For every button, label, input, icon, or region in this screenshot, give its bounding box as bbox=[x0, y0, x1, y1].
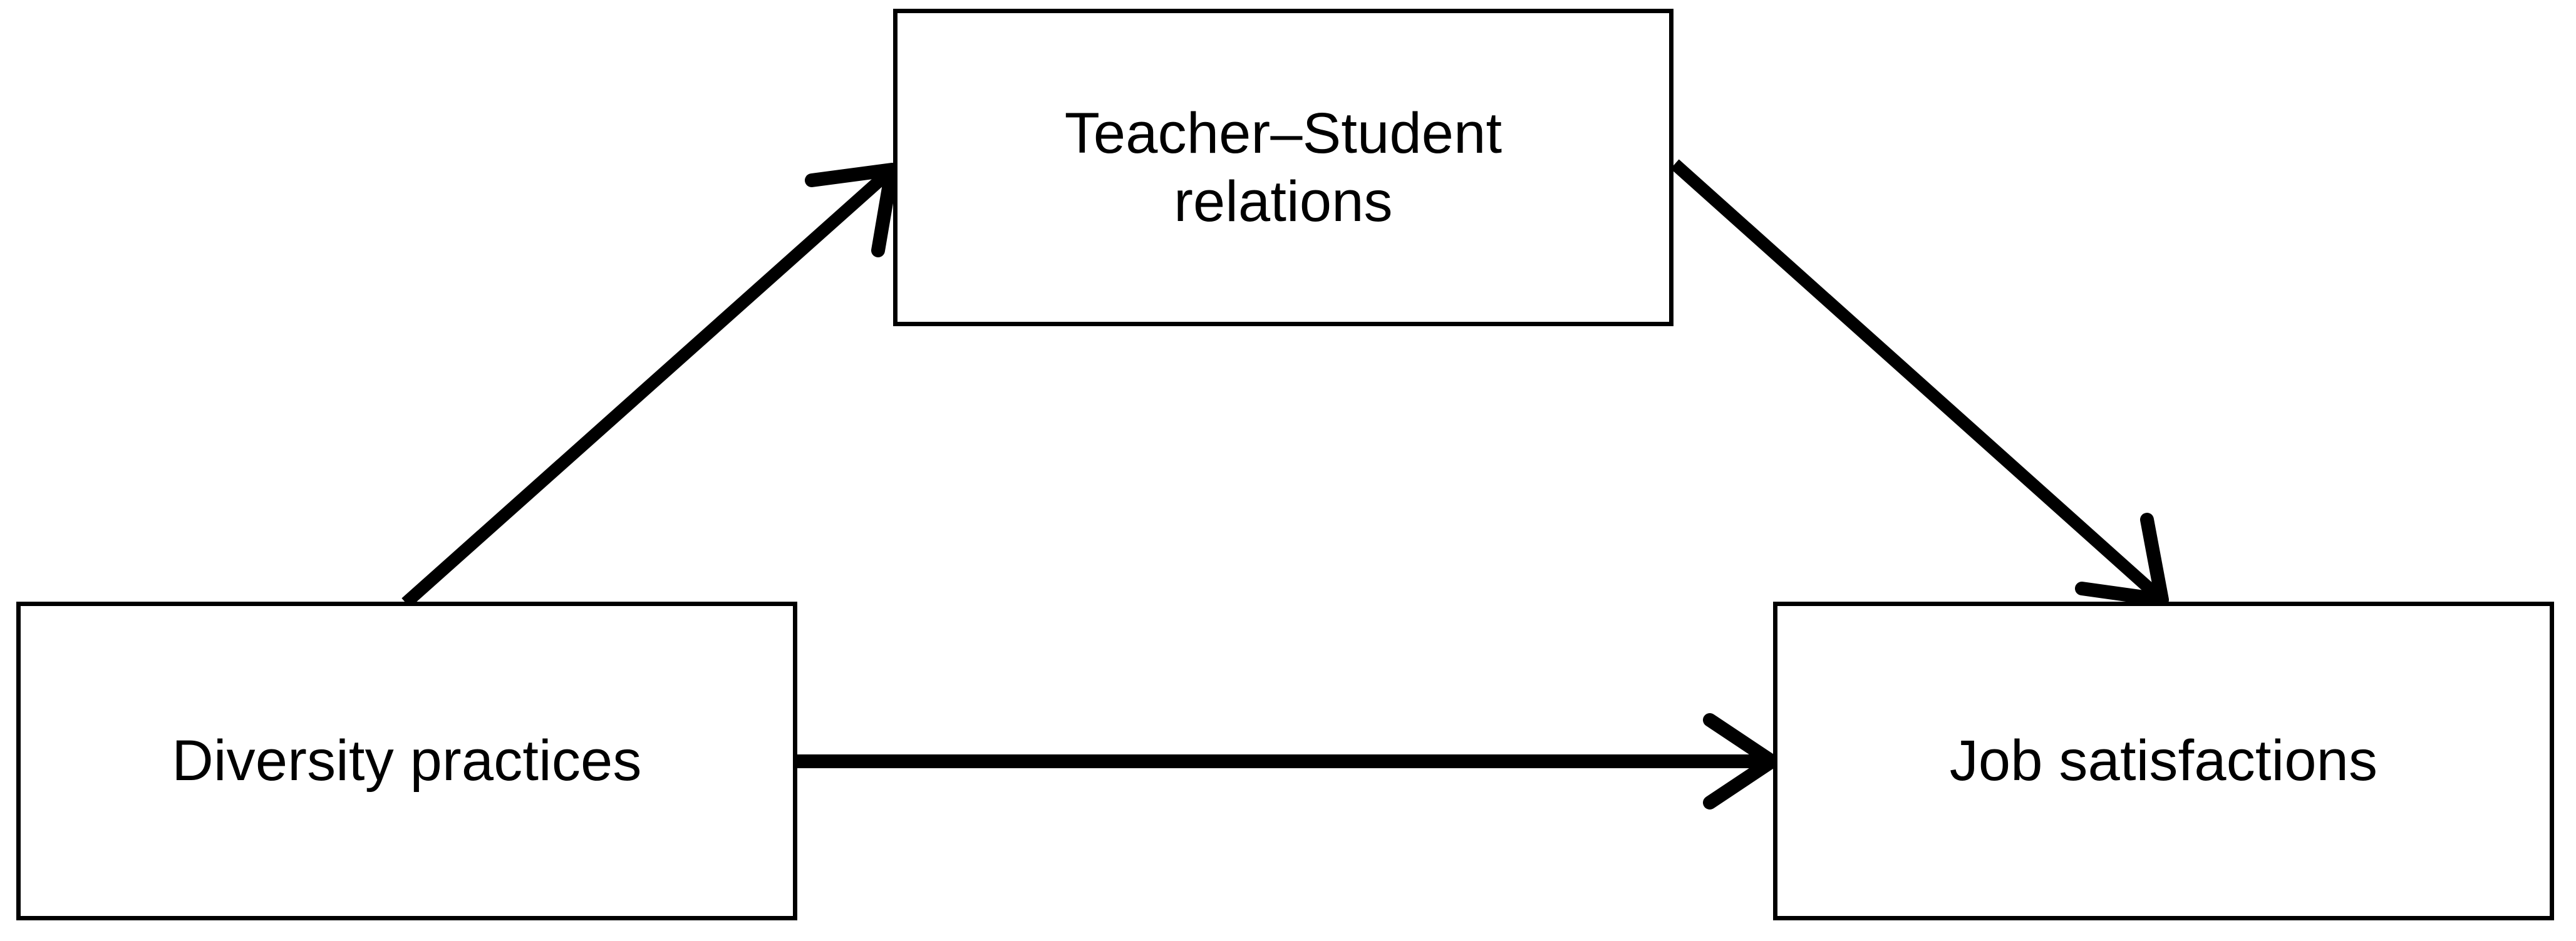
arrowhead-predictor-to-outcome bbox=[1703, 713, 1779, 810]
node-box-mediator[interactable]: Teacher–Student relations bbox=[893, 9, 1673, 326]
node-label-outcome: Job satisfactions bbox=[1949, 729, 2378, 793]
arrowhead-mediator-to-outcome bbox=[2075, 513, 2169, 607]
node-label-predictor: Diversity practices bbox=[172, 729, 642, 793]
node-label-mediator: Teacher–Student relations bbox=[1064, 101, 1503, 234]
edge-mediator-to-outcome bbox=[1670, 159, 2169, 607]
arrowhead-predictor-to-mediator bbox=[805, 163, 899, 257]
node-box-outcome[interactable]: Job satisfactions bbox=[1773, 602, 2554, 920]
edge-predictor-to-mediator bbox=[401, 163, 899, 608]
edge-line-mediator-to-outcome bbox=[1670, 159, 2166, 605]
edge-predictor-to-outcome bbox=[797, 713, 1779, 810]
node-box-predictor[interactable]: Diversity practices bbox=[16, 602, 797, 920]
edge-line-predictor-to-mediator bbox=[401, 165, 896, 608]
